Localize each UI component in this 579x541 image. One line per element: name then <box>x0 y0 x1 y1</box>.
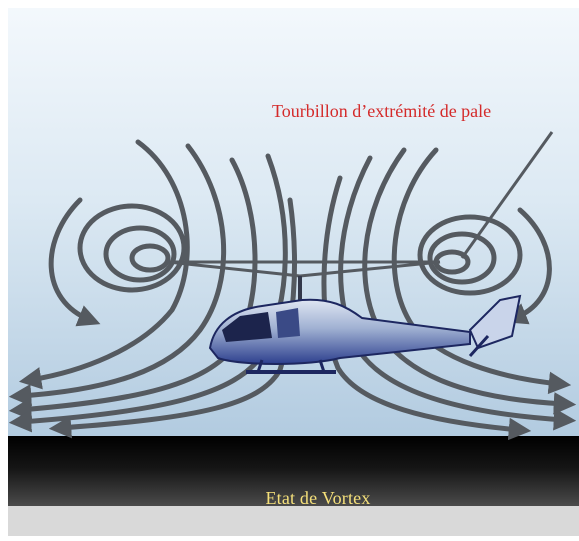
helicopter-icon <box>208 276 522 374</box>
diagram-caption: Etat de Vortex <box>265 488 371 508</box>
rotor-disk <box>167 260 441 278</box>
blade-tip-vortex-label: Tourbillon d’extrémité de pale <box>272 101 492 121</box>
vortex-label-leader <box>460 131 554 259</box>
